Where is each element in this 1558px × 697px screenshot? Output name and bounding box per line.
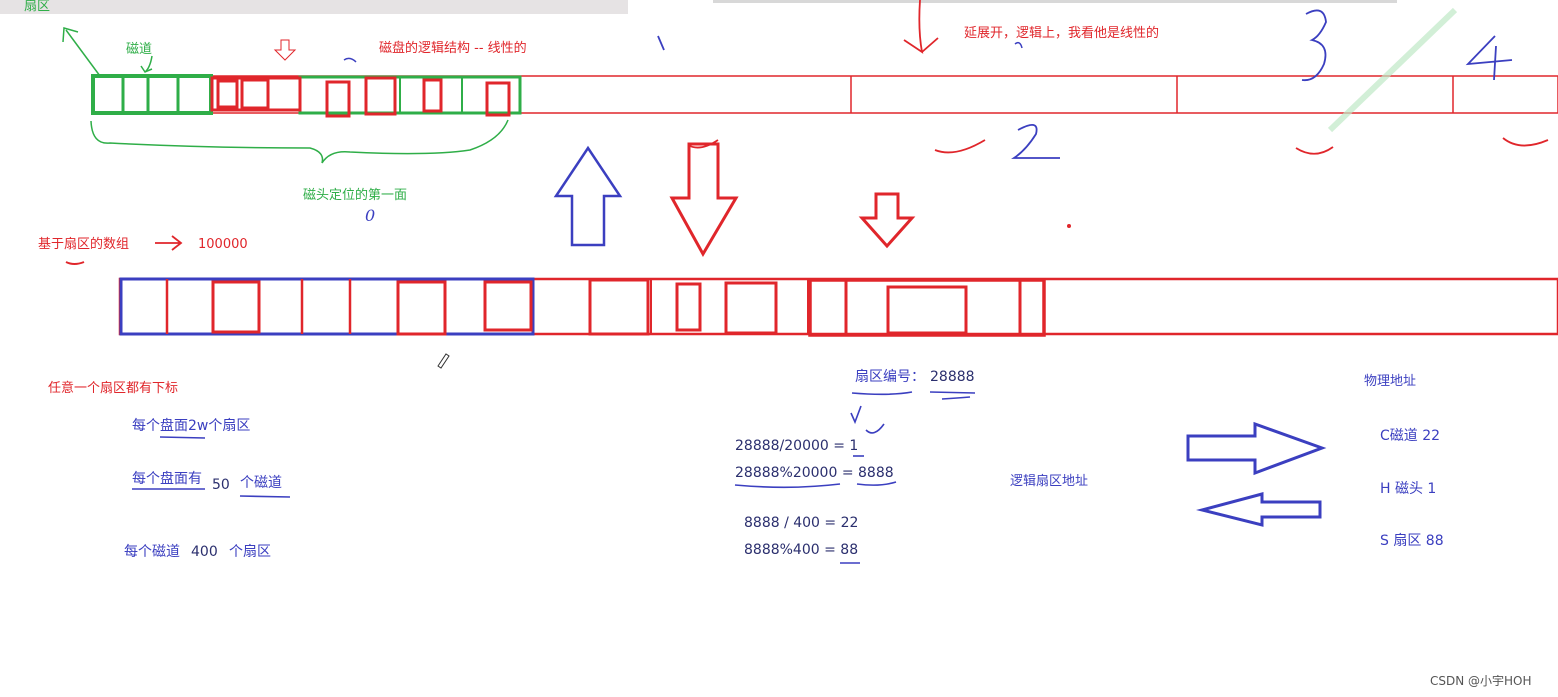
per-track-number: 400: [191, 544, 218, 560]
pencil-cursor-icon: [437, 353, 450, 369]
blue-left-arrow: [1196, 492, 1322, 527]
sector-array-strip: [118, 277, 1558, 337]
array-count: 100000: [198, 237, 248, 252]
blue-scribbles-top: [343, 41, 1023, 63]
c-track-line: C磁道 22: [1380, 428, 1441, 444]
blue-underlines: [132, 391, 976, 564]
per-face-tracks-number: 50: [212, 477, 230, 493]
s-sector-line: S 扇区 88: [1380, 533, 1444, 549]
sector-label-top: 扇区: [24, 0, 51, 14]
calc-division-tracks: 8888 / 400 = 22: [744, 515, 859, 531]
per-face-tracks-suffix: 个磁道: [240, 475, 282, 491]
upper-track-strip: [91, 74, 1558, 118]
green-annotations: [62, 27, 509, 164]
index-note: 任意一个扇区都有下标: [48, 381, 179, 396]
extend-linear-label: 延展开，逻辑上，我看他是线性的: [964, 26, 1160, 41]
top-image-strip-right: [713, 0, 1397, 3]
zero-mark: 0: [365, 206, 376, 225]
calc-division-faces: 28888/20000 = 1: [735, 438, 859, 454]
blue-right-arrow: [1186, 421, 1327, 476]
per-track-suffix: 个扇区: [229, 544, 271, 560]
red-down-arrow-large: [669, 142, 739, 258]
per-track-prefix: 每个磁道: [124, 544, 180, 560]
physical-address-label: 物理地址: [1364, 374, 1417, 389]
calc-mod-tracks: 8888%400 = 88: [744, 542, 859, 558]
logical-address-label: 逻辑扇区地址: [1010, 474, 1089, 489]
top-image-strip-left: [0, 0, 628, 14]
track-label: 磁道: [126, 42, 153, 57]
per-face-tracks-prefix: 每个盘面有: [132, 471, 202, 487]
h-head-line: H 磁头 1: [1380, 481, 1437, 497]
faint-green-scribble: [1327, 7, 1458, 133]
red-dot: [1067, 224, 1071, 228]
head-first-face-label: 磁头定位的第一面: [303, 188, 408, 203]
hand-drawn-numbers: [657, 9, 1513, 159]
logical-structure-label: 磁盘的逻辑结构 -- 线性的: [379, 41, 527, 56]
upper-red-checks: [687, 0, 1549, 155]
sector-number-value: 28888: [930, 369, 975, 385]
array-label: 基于扇区的数组: [38, 237, 130, 252]
array-red-arrow: [155, 235, 183, 251]
per-face-sectors: 每个盘面2w个扇区: [132, 418, 251, 434]
csdn-watermark: CSDN @小宇HOH: [1430, 674, 1532, 688]
calc-mod-faces: 28888%20000 = 8888: [735, 465, 894, 481]
red-down-arrow-small: [858, 192, 916, 249]
array-label-underline: [65, 261, 85, 265]
small-down-arrow-top: [273, 39, 297, 61]
blue-up-arrow: [553, 145, 623, 247]
sector-number-label: 扇区编号：: [855, 369, 925, 385]
